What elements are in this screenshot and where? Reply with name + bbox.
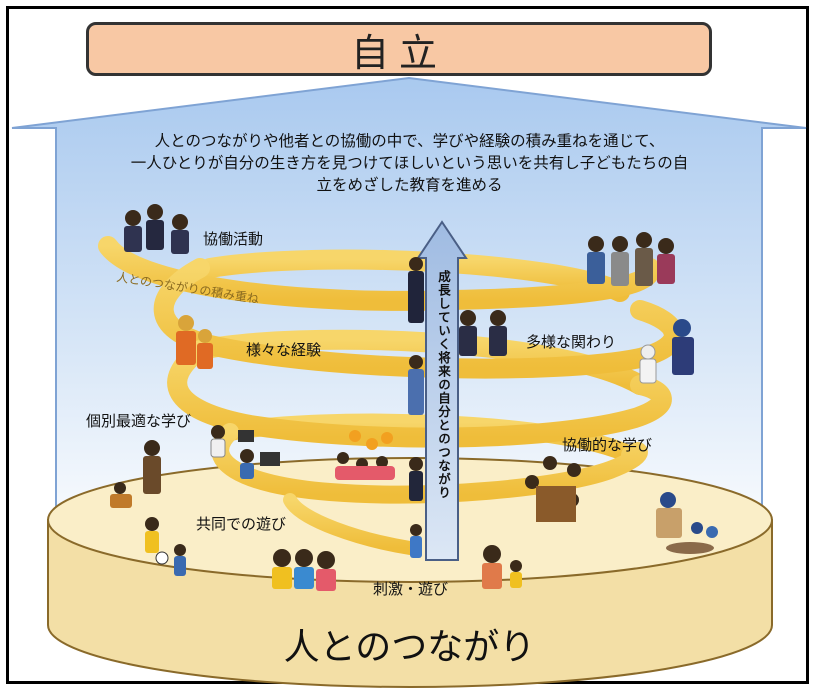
people-figures-children-group [335,430,395,480]
people-figures-kids-trio [272,549,336,591]
stage-various-experiences: 様々な経験 [246,341,322,359]
goal-box: 自立 [86,22,712,76]
people-figures-soccer [145,517,186,576]
goal-label: 自立 [350,30,447,75]
growth-arrow-label: 成長していく将来の自分とのつながり [436,270,451,500]
stage-joint-play: 共同での遊び [196,515,287,533]
stage-collaborative-learning: 協働的な学び [562,436,653,454]
description-line-1: 人とのつながりや他者との協働の中で、学びや経験の積み重ねを通じて、 [154,132,665,150]
people-figures-students [459,310,507,356]
description-line-3: 立をめざした教育を進める [316,176,503,194]
people-figures-community [587,232,675,286]
base-platform [47,457,773,688]
people-figures-collaborative-activity [124,204,189,254]
people-figures-firefighters [176,315,213,369]
people-figures-family [482,545,522,589]
people-figures-suits [408,257,424,558]
base-label: 人とのつながり [283,627,536,668]
description-line-2: 一人ひとりが自分の生き方を見つけてほしいという思いを共有し子どもたちの自 [130,154,689,172]
people-figures-parent-child [110,440,161,508]
people-figures-collaborative-learning [525,456,581,522]
people-figures-play-sand [656,492,718,554]
people-figures-baseball [639,319,694,384]
growth-arrow [416,220,468,561]
stage-collaborative-activity: 協働活動 [203,230,264,248]
stage-stimulus-play: 刺激・遊び [373,580,449,598]
people-figures-individual-learning [210,425,280,479]
stage-individual-learning: 個別最適な学び [86,412,192,430]
stage-diverse-involvement: 多様な関わり [526,333,617,351]
